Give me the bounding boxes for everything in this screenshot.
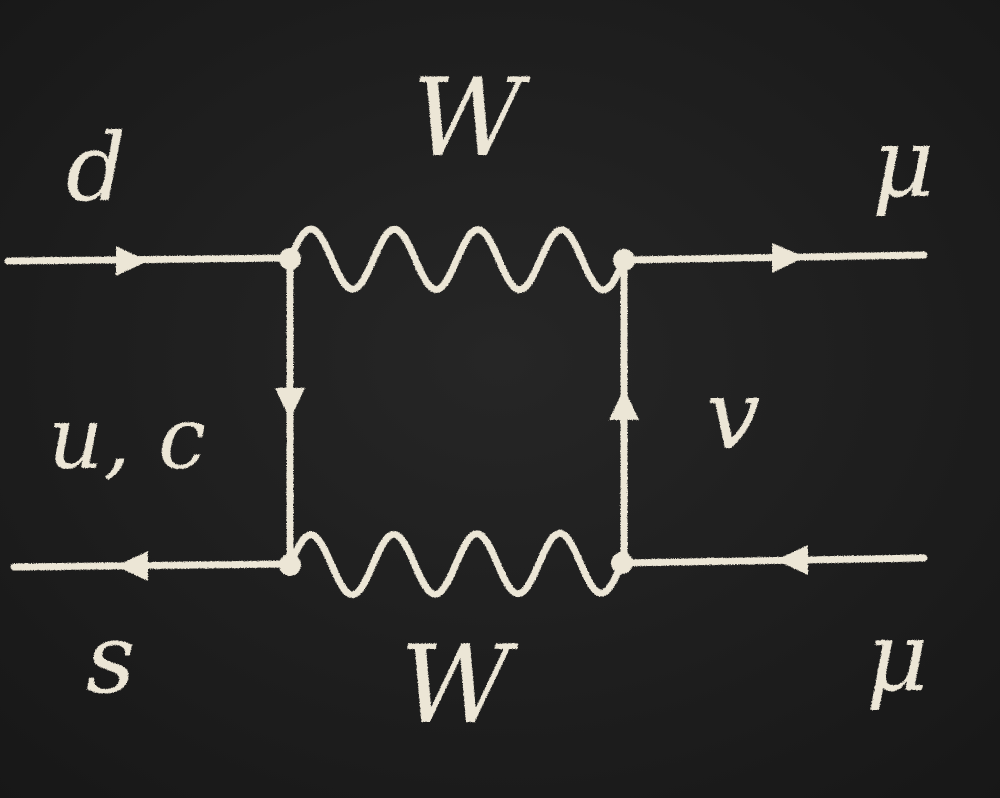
incoming-d-arrow xyxy=(116,246,148,276)
w-boson-bottom-wavy-line xyxy=(286,529,626,599)
label-u-c: u, c xyxy=(48,389,206,489)
label-v: v xyxy=(706,359,760,471)
vertex-top-right xyxy=(613,249,635,271)
incoming-mu-bottom-line xyxy=(616,554,928,567)
label-s: s xyxy=(86,603,135,715)
label-mu-bottom: μ xyxy=(866,601,928,713)
neutrino-propagator-arrow xyxy=(609,388,639,420)
up-charm-propagator-arrow xyxy=(275,388,305,420)
outgoing-s-arrow xyxy=(116,551,148,581)
label-d: d xyxy=(66,114,126,223)
incoming-mu-bottom-arrow xyxy=(776,545,808,575)
label-w-top: W xyxy=(412,56,531,181)
incoming-d-line xyxy=(4,254,294,265)
label-mu-top: μ xyxy=(872,107,934,219)
vertex-bottom-left xyxy=(279,554,301,576)
vertex-top-left xyxy=(279,248,301,270)
outgoing-mu-top-arrow xyxy=(772,243,805,273)
w-boson-top-wavy-line xyxy=(286,225,628,294)
outgoing-s-line xyxy=(10,560,290,571)
vertex-bottom-right xyxy=(611,552,633,574)
label-w-bottom: W xyxy=(400,623,519,748)
